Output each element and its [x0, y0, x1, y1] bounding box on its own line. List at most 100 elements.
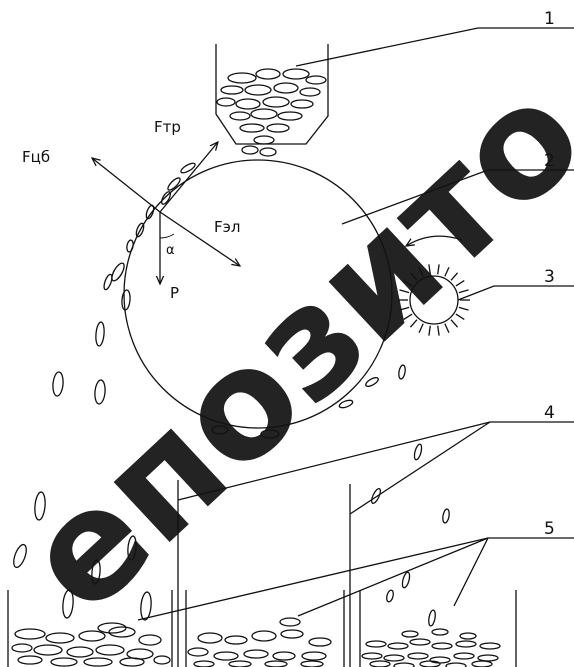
label-friction-force: Fтр — [154, 118, 181, 136]
particle — [160, 191, 172, 205]
grain — [50, 657, 78, 667]
particle — [34, 491, 46, 521]
grain — [78, 630, 106, 642]
bristle — [444, 266, 450, 277]
particle — [401, 571, 411, 589]
bristle — [455, 279, 465, 287]
grain — [250, 108, 278, 120]
grain — [290, 99, 314, 109]
grain — [409, 638, 431, 646]
particle — [398, 364, 406, 380]
particle — [13, 543, 27, 569]
particle — [121, 289, 131, 311]
grain — [227, 72, 257, 84]
bristle — [450, 272, 459, 281]
grain — [11, 643, 33, 653]
grain — [308, 637, 332, 647]
grain — [138, 634, 162, 646]
grain — [301, 651, 327, 661]
grain — [97, 622, 127, 634]
label-weight: P — [170, 284, 179, 302]
particle — [140, 591, 152, 621]
particle — [62, 589, 74, 619]
grain — [479, 642, 501, 650]
grain — [387, 642, 409, 650]
bristle — [418, 266, 424, 277]
grain — [187, 647, 209, 657]
bristle — [450, 319, 459, 328]
grain — [193, 660, 215, 667]
grain — [244, 84, 272, 96]
bin-right — [359, 590, 517, 667]
particle — [180, 162, 196, 174]
force-vectors — [92, 142, 240, 284]
grain — [251, 630, 277, 642]
grain — [83, 657, 113, 667]
grain — [280, 629, 304, 639]
particle — [428, 609, 436, 627]
grain — [300, 660, 324, 667]
bristle — [444, 323, 450, 334]
grain — [277, 111, 303, 121]
grain — [455, 640, 477, 648]
drum — [123, 159, 393, 429]
grain — [471, 660, 493, 667]
bristle — [437, 325, 440, 336]
bristle — [399, 289, 410, 294]
particle — [127, 535, 137, 561]
callout-4: 4 — [544, 403, 555, 423]
label-angle: α — [166, 243, 175, 258]
grain — [259, 147, 277, 157]
particle — [338, 399, 354, 409]
grain — [431, 628, 449, 636]
grain — [33, 644, 63, 656]
grain — [14, 628, 46, 640]
grain — [445, 662, 467, 667]
grain — [266, 123, 290, 133]
bristle — [455, 313, 465, 321]
grain — [361, 652, 383, 660]
grain — [228, 660, 252, 667]
grain — [401, 630, 419, 638]
particle — [103, 273, 113, 291]
particle — [111, 262, 125, 282]
callout-leaders — [137, 27, 574, 621]
grain — [213, 651, 239, 661]
grain — [95, 644, 125, 656]
particle — [135, 222, 145, 238]
bristle — [409, 272, 418, 281]
particle — [442, 508, 450, 524]
label-electric-force: Fэл — [214, 218, 240, 236]
callout-3: 3 — [544, 267, 555, 287]
grain — [45, 632, 75, 644]
grain — [255, 68, 281, 80]
bristle — [399, 306, 410, 311]
callout-5: 5 — [544, 519, 555, 539]
bristle — [437, 264, 440, 275]
grain — [282, 68, 310, 80]
bristle — [458, 289, 469, 294]
falling-particles — [13, 162, 450, 627]
grain — [279, 617, 301, 627]
particle — [52, 371, 64, 397]
grain — [235, 98, 261, 110]
grain — [243, 649, 269, 659]
bin-grains — [11, 617, 501, 667]
grain — [253, 135, 275, 145]
grain — [299, 87, 321, 97]
callout-1: 1 — [544, 9, 555, 29]
particle — [167, 177, 181, 191]
particle — [126, 239, 134, 253]
watermark: епозито — [0, 48, 574, 646]
particle — [260, 429, 280, 439]
grain — [262, 96, 290, 108]
particle — [365, 376, 379, 388]
grain — [305, 75, 327, 85]
grain — [197, 632, 223, 644]
grain — [477, 654, 499, 662]
bristle — [418, 323, 424, 334]
particle — [95, 321, 105, 347]
bristle — [428, 264, 431, 275]
grain — [108, 626, 136, 638]
particle — [371, 487, 381, 505]
